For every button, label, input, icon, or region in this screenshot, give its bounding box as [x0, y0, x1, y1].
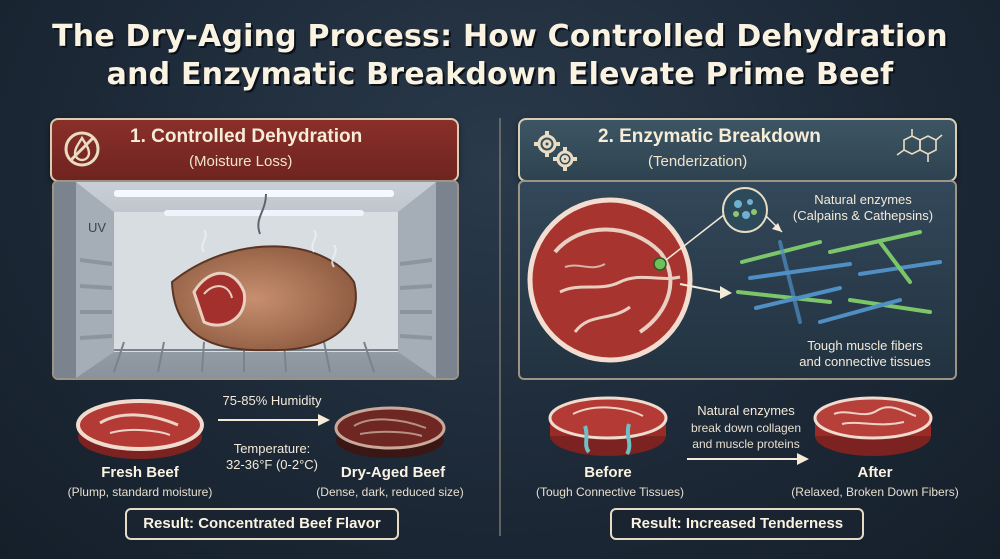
dry-aged-beef-description: (Dense, dark, reduced size) [316, 485, 464, 499]
page-title: The Dry-Aging Process: How Controlled De… [0, 18, 1000, 94]
humidity-label: 75-85% Humidity [222, 393, 322, 408]
gears-icon [534, 131, 577, 171]
enzymatic-heading: 2. Enzymatic Breakdown [598, 126, 821, 147]
before-description: (Tough Connective Tissues) [535, 485, 685, 499]
molecule-icon [896, 129, 943, 162]
before-steak [548, 396, 668, 456]
fresh-beef-steak [76, 399, 204, 459]
center-divider [499, 118, 501, 536]
temperature-label: Temperature: [233, 441, 311, 456]
process-line-2: break down collagen [690, 421, 802, 435]
process-line-1: Natural enzymes [697, 403, 795, 418]
aging-arrow-icon [218, 414, 330, 426]
after-steak [813, 396, 933, 456]
title-line-1: The Dry-Aging Process: How Controlled De… [52, 19, 948, 54]
tenderizing-arrow-icon [687, 453, 809, 465]
temperature-value: 32-36°F (0-2°C) [225, 457, 319, 472]
enzyme-scene: Natural enzymes (Calpains & Cathepsins) … [518, 180, 957, 380]
enzyme-illustration [527, 187, 942, 363]
fresh-beef-label: Fresh Beef [101, 464, 179, 481]
aging-chamber-scene: UV [52, 180, 459, 380]
dehydration-header: 1. Controlled Dehydration (Moisture Loss… [50, 118, 459, 182]
enzymes-types: (Calpains & Cathepsins) [792, 208, 934, 223]
flavor-result-badge: Result: Concentrated Beef Flavor [125, 508, 399, 540]
fibers-label-line-2: and connective tissues [799, 354, 931, 369]
tenderness-result-badge: Result: Increased Tenderness [610, 508, 864, 540]
after-description: (Relaxed, Broken Down Fibers) [791, 485, 959, 499]
after-label: After [857, 464, 893, 481]
enzymatic-subheading: (Tenderization) [648, 153, 748, 170]
process-line-3: and muscle proteins [692, 437, 800, 451]
fibers-label-line-1: Tough muscle fibers [807, 338, 923, 353]
no-water-drop-icon [64, 131, 100, 167]
dry-aged-beef-steak [334, 406, 446, 458]
fresh-beef-description: (Plump, standard moisture) [67, 485, 213, 499]
title-line-2: and Enzymatic Breakdown Elevate Prime Be… [106, 57, 894, 92]
dehydration-subheading: (Moisture Loss) [189, 153, 293, 170]
uv-label: UV [88, 220, 106, 235]
dehydration-heading: 1. Controlled Dehydration [130, 126, 363, 147]
dry-aged-beef-label: Dry-Aged Beef [340, 464, 446, 481]
aging-chamber-illustration: UV [54, 182, 457, 378]
before-label: Before [584, 464, 632, 481]
enzymes-title: Natural enzymes [814, 192, 912, 207]
enzymatic-header: 2. Enzymatic Breakdown (Tenderization) [518, 118, 957, 182]
